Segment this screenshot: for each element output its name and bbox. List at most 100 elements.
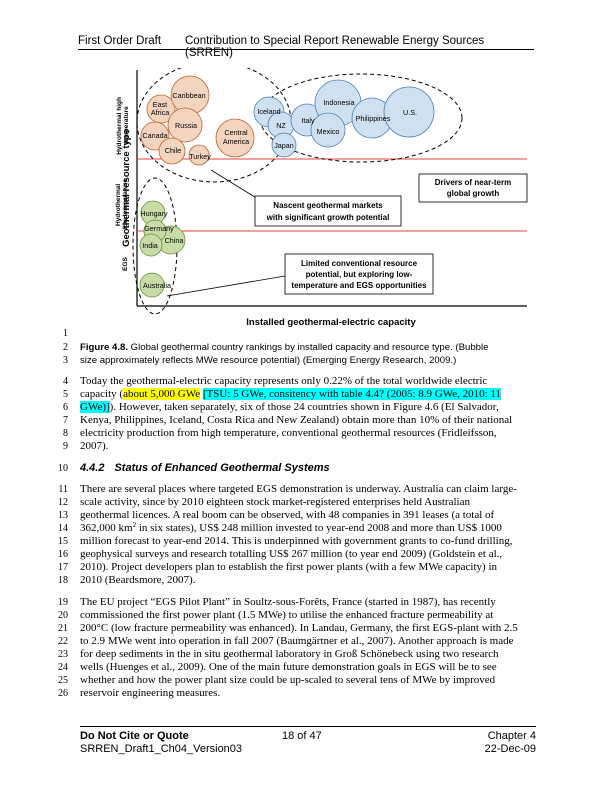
- body-text-line: 2010 (Beardsmore, 2007).: [80, 574, 196, 586]
- x-axis-title: Installed geothermal-electric capacity: [246, 317, 416, 328]
- line-number: 14: [58, 523, 68, 534]
- bubble-japan: [271, 132, 297, 158]
- bubble-australia: [139, 272, 165, 298]
- body-text-line: geophysical surveys and research totalli…: [80, 548, 503, 560]
- label-philippines: Philippines: [356, 114, 391, 123]
- section-title: Status of Enhanced Geothermal Systems: [114, 462, 330, 474]
- label-hungary: Hungary: [140, 209, 168, 218]
- footer-page-number: 18 of 47: [282, 730, 322, 742]
- y-group-high-temp: Hydrothermal high temperature: [116, 95, 130, 155]
- bubble-us: [383, 86, 435, 138]
- body-text-line: for deep sediments in the in situ geothe…: [80, 648, 499, 660]
- header-right: Contribution to Special Report Renewable…: [185, 35, 485, 59]
- label-canada: Canada: [142, 131, 167, 140]
- label-china: China: [165, 236, 184, 245]
- line-number: 12: [58, 497, 68, 508]
- line-number: 19: [58, 597, 68, 608]
- limited-pointer: [166, 275, 286, 297]
- label-russia: Russia: [175, 121, 197, 130]
- line-number: 7: [63, 415, 68, 426]
- line-number: 24: [58, 662, 68, 673]
- label-east-africa-2: Africa: [151, 108, 169, 117]
- body-text-line: electricity production from high tempera…: [80, 427, 497, 439]
- geothermal-bubble-chart: Geothermal resource type Installed geoth…: [115, 68, 528, 328]
- svg-text:global growth: global growth: [447, 189, 500, 198]
- label-indonesia: Indonesia: [323, 98, 354, 107]
- tsu-comment-highlight-cont: GWe)]: [80, 401, 110, 413]
- body-text-line: reservoir engineering measures.: [80, 687, 221, 699]
- highlight-capacity: about 5,000 GWe: [123, 388, 201, 400]
- label-east-africa-1: East: [153, 100, 167, 109]
- label-germany: Germany: [144, 224, 174, 233]
- body-text-line: There are several places where targeted …: [80, 483, 517, 495]
- line-number: 1: [63, 328, 68, 339]
- line-number: 16: [58, 549, 68, 560]
- line-number: 9: [63, 441, 68, 452]
- label-central-america-1: Central: [224, 128, 248, 137]
- label-iceland: Iceland: [257, 107, 280, 116]
- bubble-india: [139, 233, 163, 257]
- line-number: 11: [58, 484, 68, 495]
- label-italy: Italy: [301, 116, 315, 125]
- body-text-line: Kenya, Philippines, Iceland, Costa Rica …: [80, 414, 513, 426]
- body-text-line: whether and how the power plant size cou…: [80, 674, 496, 686]
- label-australia: Australia: [143, 281, 171, 290]
- growth-group-outline: [259, 73, 463, 163]
- figure-caption-label: Figure 4.8.: [80, 342, 128, 353]
- footer-chapter: Chapter 4: [487, 730, 536, 742]
- figure-caption-text-1: Global geothermal country rankings by in…: [127, 342, 489, 353]
- line-number: 2: [63, 342, 68, 353]
- body-text-line: The EU project “EGS Pilot Plant” in Soul…: [80, 596, 496, 608]
- line-number: 8: [63, 428, 68, 439]
- label-mexico: Mexico: [317, 127, 340, 136]
- footer-date: 22-Dec-09: [484, 743, 536, 755]
- label-japan: Japan: [274, 141, 294, 150]
- limited-annotation: Limited conventional resource potential,…: [284, 253, 434, 295]
- svg-text:with significant growth potent: with significant growth potential: [266, 213, 390, 222]
- label-caribbean: Caribbean: [172, 91, 205, 100]
- label-chile: Chile: [165, 146, 181, 155]
- line-number: 21: [58, 623, 68, 634]
- drivers-annotation: Drivers of near-term global growth: [418, 173, 528, 203]
- bubble-turkey: [188, 144, 210, 166]
- body-text-line: to 2.9 MWe went into operation in fall 2…: [80, 635, 514, 647]
- line-number: 3: [63, 355, 68, 366]
- svg-text:Drivers of near-term: Drivers of near-term: [435, 178, 511, 187]
- line-number: 20: [58, 610, 68, 621]
- body-text-line: 362,000 km2 in six states), US$ 248 mill…: [80, 521, 502, 535]
- line-number: 13: [58, 510, 68, 521]
- figure-caption: Figure 4.8. Global geothermal country ra…: [80, 341, 536, 354]
- label-central-america-2: America: [223, 137, 249, 146]
- header-left: First Order Draft: [78, 35, 162, 47]
- line-number: 25: [58, 675, 68, 686]
- body-text-line: wells (Huenges et al., 2009). One of the…: [80, 661, 497, 673]
- body-text-line: 2010). Project developers plan to establ…: [80, 561, 497, 573]
- bubble-chile: [158, 137, 186, 165]
- svg-text:Limited conventional resource: Limited conventional resource: [301, 259, 418, 268]
- y-axis-title: Geothermal resource type: [121, 129, 132, 247]
- y-group-low-temp: Hydrothermal low temperature: [115, 179, 129, 230]
- section-number: 4.4.2: [80, 462, 105, 474]
- label-india: India: [142, 241, 158, 250]
- body-text-line: 200°C (low fracture permeability was enh…: [80, 622, 518, 634]
- line-number: 17: [58, 562, 68, 573]
- nascent-annotation: Nascent geothermal markets with signific…: [254, 195, 402, 227]
- footer-do-not-cite: Do Not Cite or Quote: [80, 730, 189, 742]
- body-text-line: commissioned the first power plant (1.5 …: [80, 609, 494, 621]
- line-number: 4: [63, 376, 68, 387]
- label-nz: NZ: [276, 121, 286, 130]
- bubble-mexico: [310, 112, 346, 148]
- line-number: 22: [58, 636, 68, 647]
- bubble-central-america: [215, 118, 255, 158]
- figure-caption-line-2: size approximately reflects MWe resource…: [80, 355, 457, 366]
- body-text-line: 2007).: [80, 440, 109, 452]
- footer-document-id: SRREN_Draft1_Ch04_Version03: [80, 743, 243, 755]
- line-number: 23: [58, 649, 68, 660]
- label-turkey: Turkey: [189, 152, 211, 161]
- line-number: 15: [58, 536, 68, 547]
- line-number: 5: [63, 389, 68, 400]
- y-group-egs: EGS: [122, 256, 129, 270]
- label-us: U.S.: [403, 108, 417, 117]
- body-text-line: GWe)]). However, taken separately, six o…: [80, 401, 499, 413]
- line-number: 10: [58, 463, 68, 474]
